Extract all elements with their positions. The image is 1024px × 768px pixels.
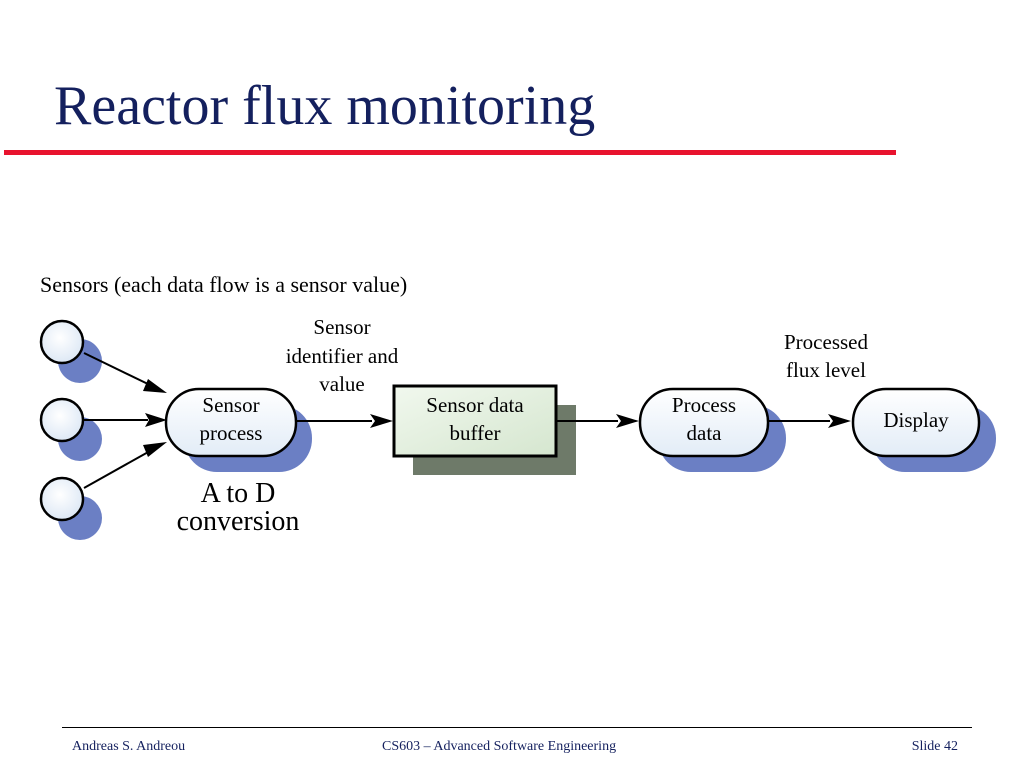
flow-arrowhead-to-display [828,414,851,428]
footer-slide-number: Slide 42 [911,739,958,754]
sensor-process-label-2: process [200,421,263,445]
process-data-label-1: Process [672,393,736,417]
sensor-arrowheads [143,379,167,457]
conversion-note-1: A to D [201,478,276,509]
flow-label-sensor-id-1: Sensor [313,315,370,339]
sensor-2 [39,397,102,461]
page-title: Reactor flux monitoring [54,75,596,137]
sensor-data-buffer: Sensor data buffer [392,384,576,475]
title-underline [4,150,896,155]
flow-label-sensor-id-3: value [319,372,364,396]
sensors-caption: Sensors (each data flow is a sensor valu… [40,272,407,297]
process-data-label-2: data [687,421,723,445]
buffer-label-1: Sensor data [426,393,524,417]
buffer-label-2: buffer [450,421,501,445]
flow-arrowhead-to-buffer [370,414,393,428]
display-node: Display [851,387,996,472]
sensor-arrows [83,352,151,489]
footer-course: CS603 – Advanced Software Engineering [382,739,617,754]
sensor-3 [39,476,102,540]
footer-author: Andreas S. Andreou [72,739,186,754]
sensor-process-node: Sensor process [164,387,312,472]
flow-label-processed-2: flux level [786,358,866,382]
footer-divider [62,727,972,728]
flow-arrowhead-to-process [616,414,639,428]
flow-label-sensor-id-2: identifier and [286,344,399,368]
sensor-1 [39,319,102,383]
sensor-process-label-1: Sensor [202,393,259,417]
process-data-node: Process data [638,387,786,472]
display-label: Display [883,408,949,432]
flow-label-processed-1: Processed [784,330,868,354]
conversion-note-2: conversion [177,506,300,537]
